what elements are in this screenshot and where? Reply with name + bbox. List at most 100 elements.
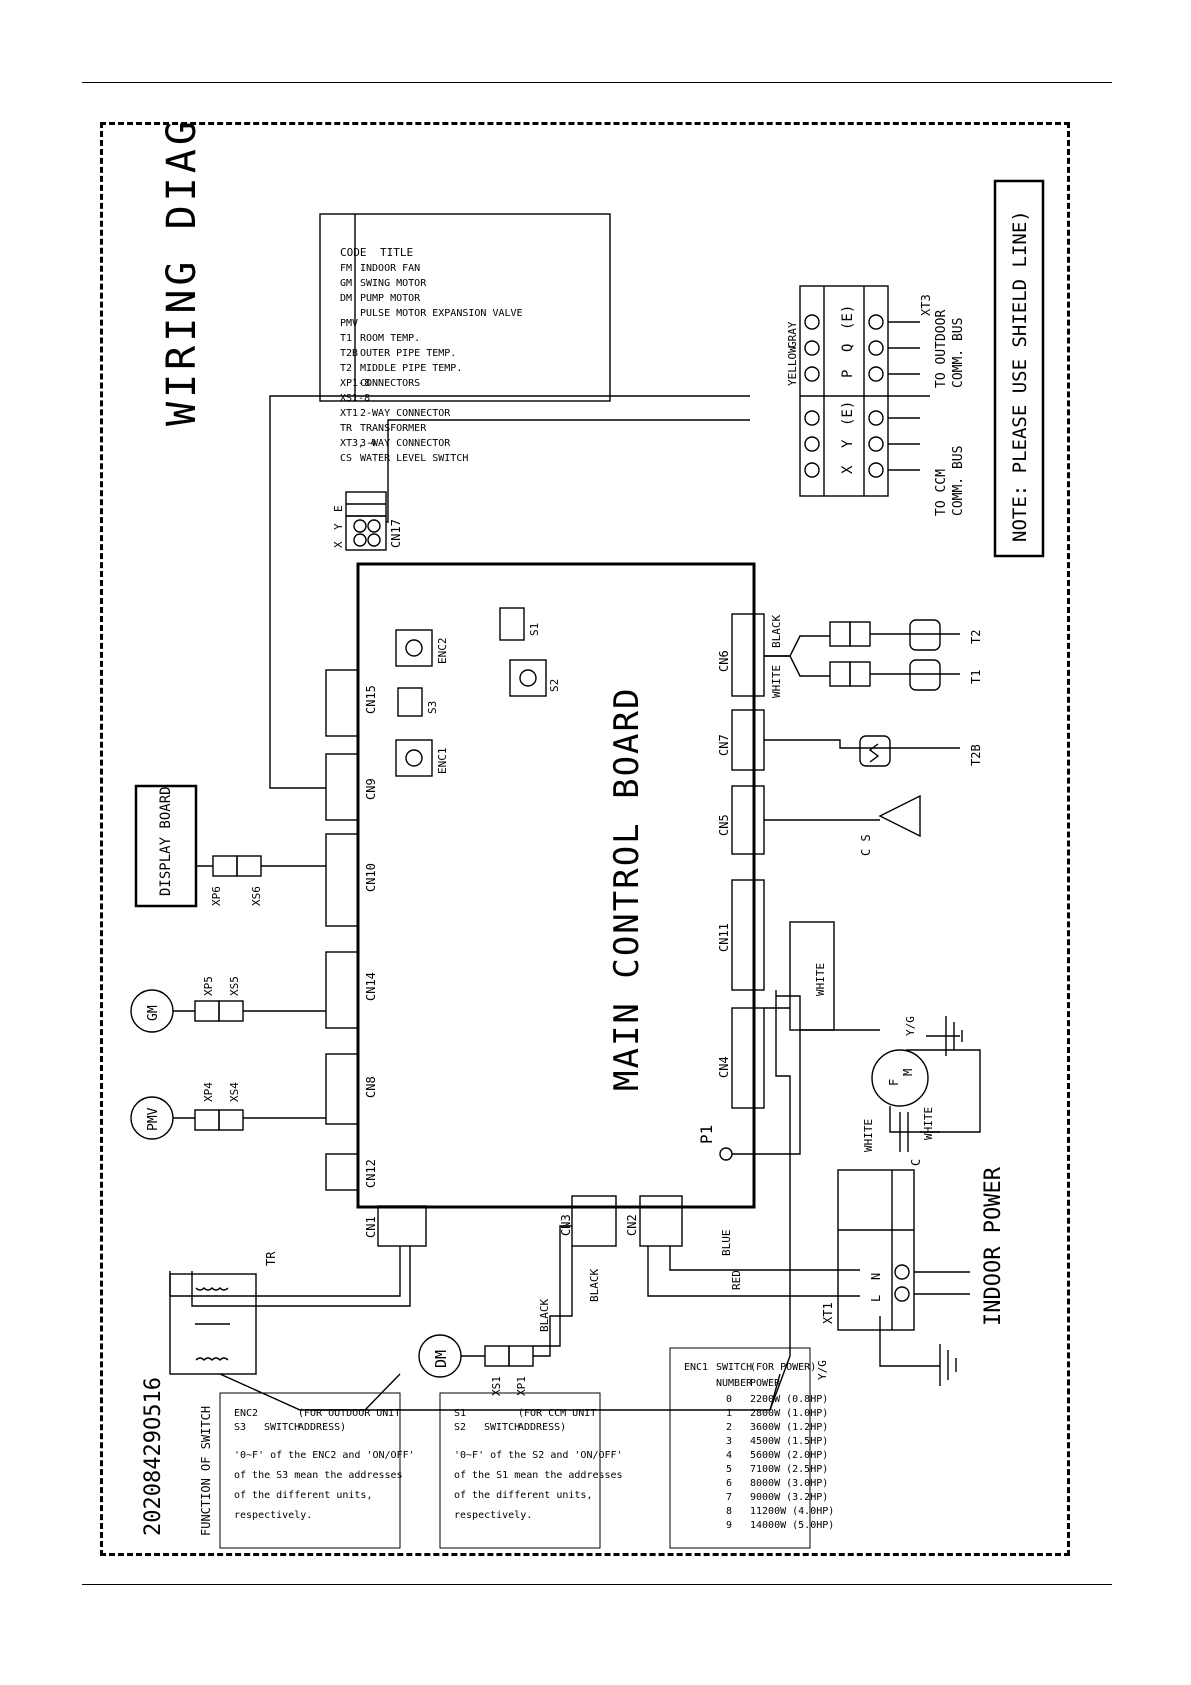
svg-text:9000W (3.2HP): 9000W (3.2HP): [750, 1492, 828, 1503]
cn17-x-label: X: [332, 541, 345, 548]
enc1-dial: [395, 739, 433, 777]
svg-text:ADDRESS): ADDRESS): [298, 1422, 346, 1433]
legend-header-code: CODE: [340, 246, 367, 259]
power-n: N: [869, 1273, 883, 1280]
wire-red: RED: [730, 1270, 743, 1290]
svg-text:XT3, 4: XT3, 4: [340, 438, 376, 449]
rotated-diagram: WIRING DIAGRAMING MAIN CONTROL BOARD DIS…: [100, 122, 1070, 1556]
terminal-y: Y: [840, 439, 856, 448]
xt3-block: [799, 285, 889, 497]
cn8-label: CN8: [364, 1076, 378, 1098]
fm-f-label: F: [887, 1079, 901, 1086]
switch-table-1: ENC2 S3 SWITCH (FOR OUTDOOR UNIT ADDRESS…: [219, 1392, 415, 1549]
svg-text:7: 7: [726, 1492, 732, 1503]
diagram-border: [100, 122, 1070, 1556]
wire-yellow: YELLOW: [786, 346, 799, 386]
legend-header-title: TITLE: [380, 246, 413, 259]
cn5-label: CN5: [717, 814, 731, 836]
cn1-box: [377, 1205, 427, 1247]
t2-label: T2: [969, 630, 983, 644]
svg-text:3: 3: [726, 1436, 732, 1447]
to-ccm-1: TO CCM: [934, 469, 949, 516]
svg-text:of the different units,: of the different units,: [234, 1490, 372, 1501]
switch-table-2: S1 S2 SWITCH (FOR CCM UNIT ADDRESS) '0~F…: [439, 1392, 623, 1549]
svg-text:SWITCH: SWITCH: [484, 1422, 520, 1433]
svg-text:3600W (1.2HP): 3600W (1.2HP): [750, 1422, 828, 1433]
t2-sensor: [909, 619, 941, 651]
svg-text:of the different units,: of the different units,: [454, 1490, 592, 1501]
cn1-label: CN1: [364, 1216, 378, 1238]
svg-text:TR: TR: [340, 423, 353, 434]
cn14-box: [325, 951, 359, 1029]
cn11-box: [731, 879, 765, 991]
cn9-box: [325, 753, 359, 821]
s1-label: S1: [528, 623, 541, 636]
wire-white-m: WHITE: [922, 1107, 935, 1140]
svg-text:SWING MOTOR: SWING MOTOR: [360, 278, 427, 289]
svg-text:'0~F' of the S2 and 'ON/OFF': '0~F' of the S2 and 'ON/OFF': [454, 1450, 623, 1461]
xt1-block: [837, 1169, 915, 1331]
cs-switch: [878, 794, 921, 838]
svg-text:PMV: PMV: [340, 318, 358, 329]
wire-white-c: WHITE: [862, 1119, 875, 1152]
svg-text:6: 6: [726, 1478, 732, 1489]
svg-text:WATER LEVEL SWITCH: WATER LEVEL SWITCH: [360, 453, 468, 464]
svg-text:PUMP MOTOR: PUMP MOTOR: [360, 293, 421, 304]
svg-text:GM: GM: [340, 278, 352, 289]
svg-text:ENC2: ENC2: [234, 1408, 258, 1419]
svg-text:T2: T2: [340, 363, 352, 374]
svg-text:XT1: XT1: [340, 408, 358, 419]
cn5-box: [731, 785, 765, 855]
svg-text:(FOR CCM UNIT: (FOR CCM UNIT: [518, 1408, 596, 1419]
t2b-sensor: [859, 735, 891, 767]
cn17-box: [345, 515, 387, 551]
svg-text:CONNECTORS: CONNECTORS: [360, 378, 420, 389]
cn8-box: [325, 1053, 359, 1125]
pmv-label: PMV: [146, 1107, 161, 1131]
svg-text:9: 9: [726, 1520, 732, 1531]
display-board-label: DISPLAY BOARD: [158, 786, 174, 896]
xs4-label: XS4: [228, 1082, 241, 1102]
svg-text:DM: DM: [340, 293, 352, 304]
diagram-title: WIRING DIAGRAMING: [159, 122, 205, 426]
cs-label: C S: [859, 834, 873, 856]
xt3-label: XT3: [919, 294, 933, 316]
svg-text:T1: T1: [340, 333, 352, 344]
cn17-y-label: Y: [332, 523, 345, 530]
svg-text:respectively.: respectively.: [234, 1510, 312, 1521]
diagram-area: WIRING DIAGRAMING MAIN CONTROL BOARD DIS…: [100, 122, 1070, 1556]
cn17-label: CN17: [389, 519, 403, 548]
enc1-label: ENC1: [436, 748, 449, 775]
svg-text:1: 1: [726, 1408, 732, 1419]
cn3-label: CN3: [559, 1214, 573, 1236]
cn15-box: [325, 669, 359, 737]
board-label: MAIN CONTROL BOARD: [607, 687, 647, 1091]
wire-black-dm-2: BLACK: [588, 1269, 601, 1302]
cn7-box: [731, 709, 765, 771]
wire-gray: GRAY: [786, 321, 799, 348]
cn12-label: CN12: [364, 1159, 378, 1188]
xp1-label: XP1: [515, 1376, 528, 1396]
svg-text:(FOR POWER): (FOR POWER): [750, 1362, 816, 1373]
svg-text:CS: CS: [340, 453, 352, 464]
svg-text:SWITCH: SWITCH: [716, 1362, 752, 1373]
svg-text:S1: S1: [454, 1408, 466, 1419]
svg-text:respectively.: respectively.: [454, 1510, 532, 1521]
svg-text:SWITCH: SWITCH: [264, 1422, 300, 1433]
to-ccm-2: COMM. BUS: [951, 446, 966, 516]
enc2-dial: [395, 629, 433, 667]
xs1-label: XS1: [490, 1376, 503, 1396]
svg-text:NUMBER: NUMBER: [716, 1378, 753, 1389]
svg-text:PULSE MOTOR EXPANSION VALVE: PULSE MOTOR EXPANSION VALVE: [360, 308, 523, 319]
cn2-label: CN2: [625, 1214, 639, 1236]
svg-text:3-WAY CONNECTOR: 3-WAY CONNECTOR: [360, 438, 451, 449]
svg-text:0: 0: [726, 1394, 732, 1405]
svg-text:FM: FM: [340, 263, 352, 274]
transformer: [169, 1273, 257, 1375]
xp4-label: XP4: [202, 1082, 215, 1102]
svg-text:of the S1 mean the addresses: of the S1 mean the addresses: [454, 1470, 623, 1481]
to-outdoor-2: COMM. BUS: [951, 318, 966, 388]
svg-text:2800W (1.0HP): 2800W (1.0HP): [750, 1408, 828, 1419]
svg-text:OUTER PIPE TEMP.: OUTER PIPE TEMP.: [360, 348, 456, 359]
